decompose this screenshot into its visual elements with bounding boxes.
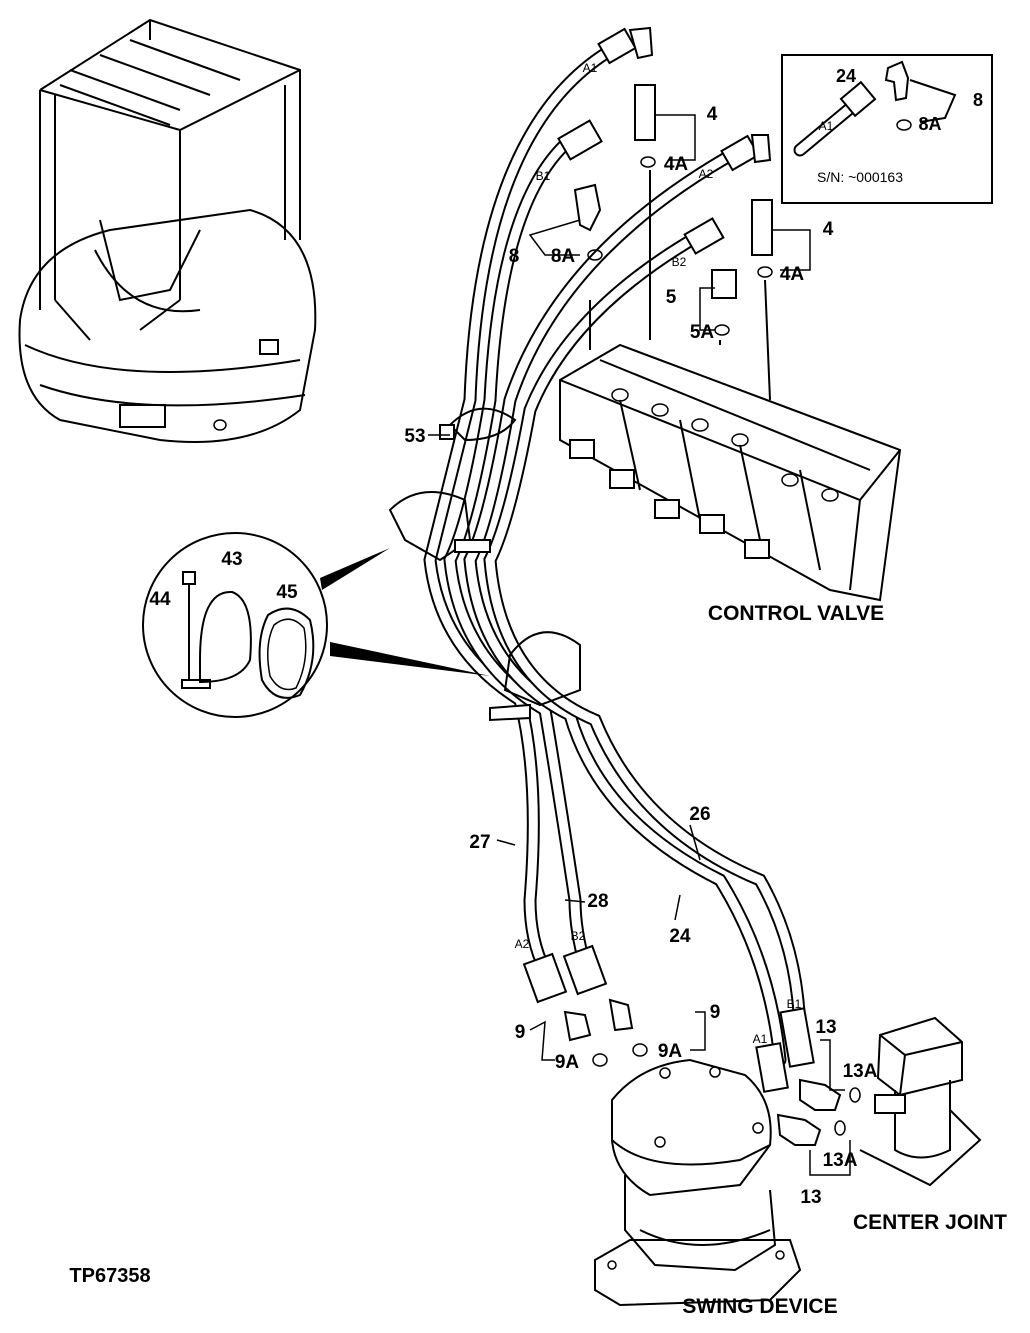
port-a1-bottom: A1 [753,1032,768,1046]
callout-4-right: 4 [823,219,834,240]
inset-serial-label: S/N: ~000163 [817,169,903,185]
callout-9a-left: 9A [555,1052,580,1073]
center-joint-illustration [859,1016,982,1187]
callout-9-right: 9 [710,1002,721,1023]
control-valve-label: CONTROL VALVE [708,602,884,625]
port-a2-top: A2 [699,167,714,181]
clamp-detail-labels: 44 43 45 [149,549,298,610]
port-b1-bottom: B1 [787,997,802,1011]
port-b2-bottom: B2 [571,929,586,943]
callout-4a-right: 4A [780,264,805,285]
upper-fittings [557,26,773,336]
control-valve-illustration [559,170,902,602]
callout-26: 26 [689,804,710,825]
port-a1-top: A1 [583,61,598,75]
callout-8: 8 [509,246,520,267]
excavator-cab-illustration [18,18,317,443]
leader-lines [428,114,851,1176]
callout-44: 44 [149,589,171,610]
port-labels: A1 B1 A2 B2 A2 B2 A1 B1 [515,61,802,1046]
inset-part-label: 24 [836,66,856,86]
port-a2-bottom: A2 [515,937,530,951]
inset-fitting-label: 8 [973,90,983,110]
callout-5a: 5A [690,322,715,343]
callout-13a-bottom: 13A [823,1150,858,1171]
clamp-detail-circle [142,532,490,718]
callout-43: 43 [221,549,242,570]
callout-24: 24 [669,926,691,947]
inset-port-label: A1 [819,119,834,133]
callout-labels: 4 4A 4 4A 8 8A 5 5A 53 27 26 28 24 9 9A … [404,104,877,1208]
callout-13-bottom: 13 [800,1187,821,1208]
swing-device-label: SWING DEVICE [682,1295,837,1318]
hose-bundle [423,38,807,1067]
center-joint-label: CENTER JOINT [853,1211,1007,1234]
hose-clamps [388,407,581,722]
callout-9a-right: 9A [658,1041,683,1062]
callout-28: 28 [587,891,608,912]
figure-id-label: TP67358 [69,1265,150,1287]
callout-8a: 8A [551,246,576,267]
callout-5: 5 [666,287,677,308]
callout-9-left: 9 [515,1022,526,1043]
serial-number-inset: 24 A1 8 8A S/N: ~000163 [781,54,993,204]
callout-4a-upper: 4A [664,154,689,175]
callout-53: 53 [404,426,425,447]
callout-27: 27 [469,832,490,853]
callout-4-upper: 4 [707,104,718,125]
lower-fittings [522,944,861,1146]
swing-device-illustration [594,1058,802,1307]
port-b1-top: B1 [536,169,551,183]
inset-oring-label: 8A [918,114,941,134]
callout-13a-top: 13A [843,1061,878,1082]
port-b2-top: B2 [672,255,687,269]
callout-13-top: 13 [815,1017,836,1038]
callout-45: 45 [276,582,298,603]
